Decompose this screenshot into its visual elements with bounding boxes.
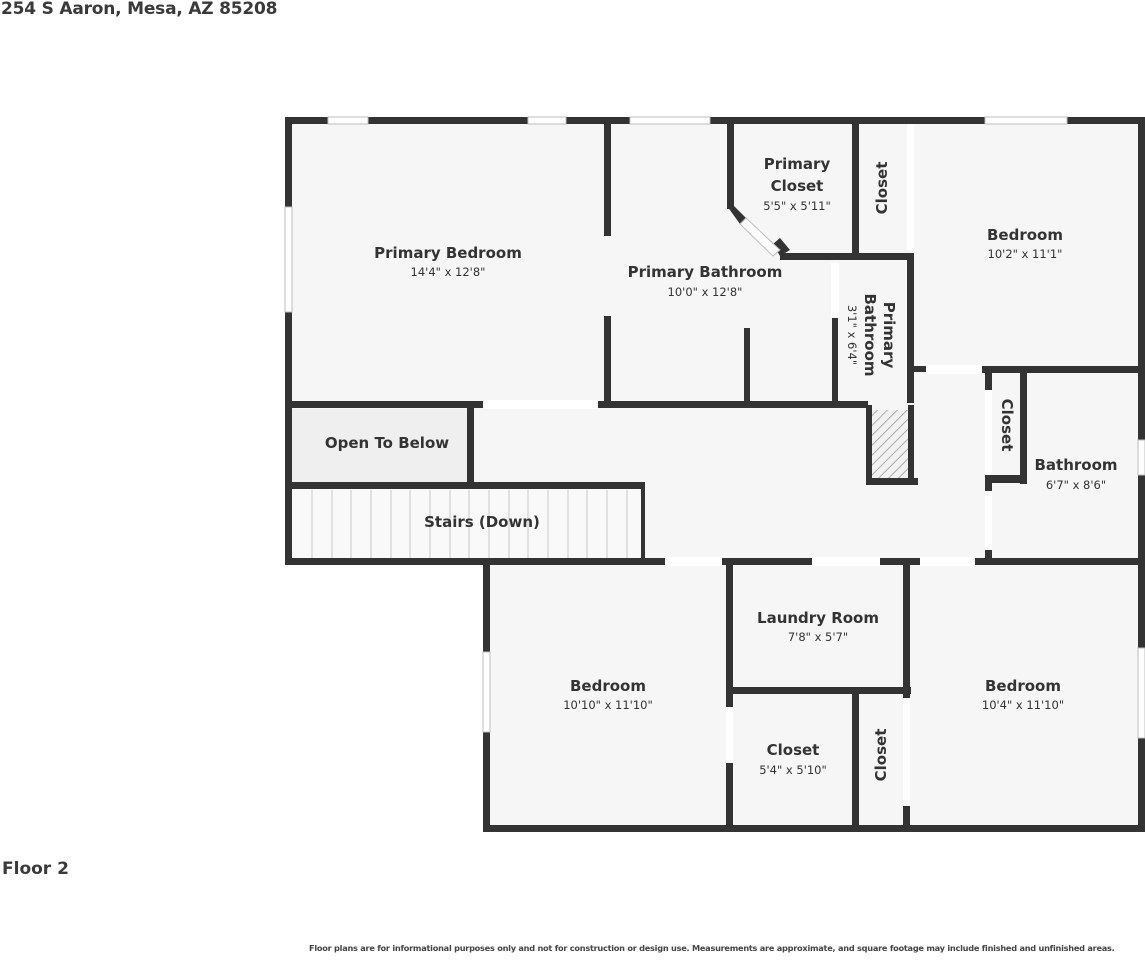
room-name: Closet: [998, 399, 1016, 452]
room-name-line2: Bathroom: [861, 293, 879, 376]
room-bedroom-se: Bedroom 10'4" x 11'10": [982, 677, 1064, 712]
disclaimer: Floor plans are for informational purpos…: [309, 943, 1115, 953]
room-name: Bedroom: [570, 677, 646, 695]
room-dimensions: 10'4" x 11'10": [982, 698, 1064, 712]
room-name: Stairs (Down): [424, 513, 540, 531]
room-closet-s: Closet 5'4" x 5'10": [759, 741, 827, 777]
room-laundry: Laundry Room 7'8" x 5'7": [757, 609, 879, 644]
room-name-line1: Primary: [764, 155, 831, 173]
room-name: Laundry Room: [757, 609, 879, 627]
room-bedroom-ne: Bedroom 10'2" x 11'1": [987, 226, 1063, 261]
mechanical-shaft: [871, 410, 911, 478]
room-stairs: Stairs (Down): [424, 513, 540, 531]
room-dimensions: 10'2" x 11'1": [988, 247, 1063, 261]
room-dimensions: 7'8" x 5'7": [788, 630, 848, 644]
stair-treads: [311, 490, 628, 558]
room-name: Closet: [767, 741, 820, 759]
room-dimensions: 10'0" x 12'8": [668, 285, 743, 299]
property-address: 254 S Aaron, Mesa, AZ 85208: [1, 0, 278, 19]
room-closet-hall: Closet: [998, 399, 1016, 452]
room-bedroom-sw: Bedroom 10'10" x 11'10": [563, 677, 653, 712]
room-dimensions: 3'1" x 6'4": [845, 305, 859, 365]
room-name: Closet: [873, 162, 891, 215]
room-dimensions: 5'5" x 5'11": [763, 199, 831, 213]
room-name-line2: Closet: [771, 177, 824, 195]
door-openings: [484, 124, 992, 806]
room-dimensions: 10'10" x 11'10": [563, 698, 653, 712]
room-name: Open To Below: [325, 434, 449, 452]
room-primary-bathroom-small: Primary Bathroom 3'1" x 6'4": [845, 293, 898, 376]
windows: [284, 116, 1145, 739]
room-primary-bathroom: Primary Bathroom 10'0" x 12'8": [628, 263, 783, 299]
room-name: Primary Bathroom: [628, 263, 783, 281]
room-bathroom: Bathroom 6'7" x 8'6": [1034, 456, 1117, 492]
room-name: Bedroom: [985, 677, 1061, 695]
room-dimensions: 6'7" x 8'6": [1046, 478, 1106, 492]
room-dimensions: 5'4" x 5'10": [759, 763, 827, 777]
room-closet-top: Closet: [873, 162, 891, 215]
room-name: Bedroom: [987, 226, 1063, 244]
room-name: Closet: [872, 729, 890, 782]
room-closet-s-narrow: Closet: [872, 729, 890, 782]
room-name: Bathroom: [1034, 456, 1117, 474]
room-primary-closet: Primary Closet 5'5" x 5'11": [763, 155, 831, 213]
room-dimensions: 14'4" x 12'8": [411, 265, 486, 279]
floor-label: Floor 2: [2, 859, 69, 879]
room-open-to-below: Open To Below: [325, 434, 449, 452]
room-name: Primary Bedroom: [374, 244, 522, 262]
room-name-line1: Primary: [880, 302, 898, 369]
room-primary-bedroom: Primary Bedroom 14'4" x 12'8": [374, 244, 522, 279]
